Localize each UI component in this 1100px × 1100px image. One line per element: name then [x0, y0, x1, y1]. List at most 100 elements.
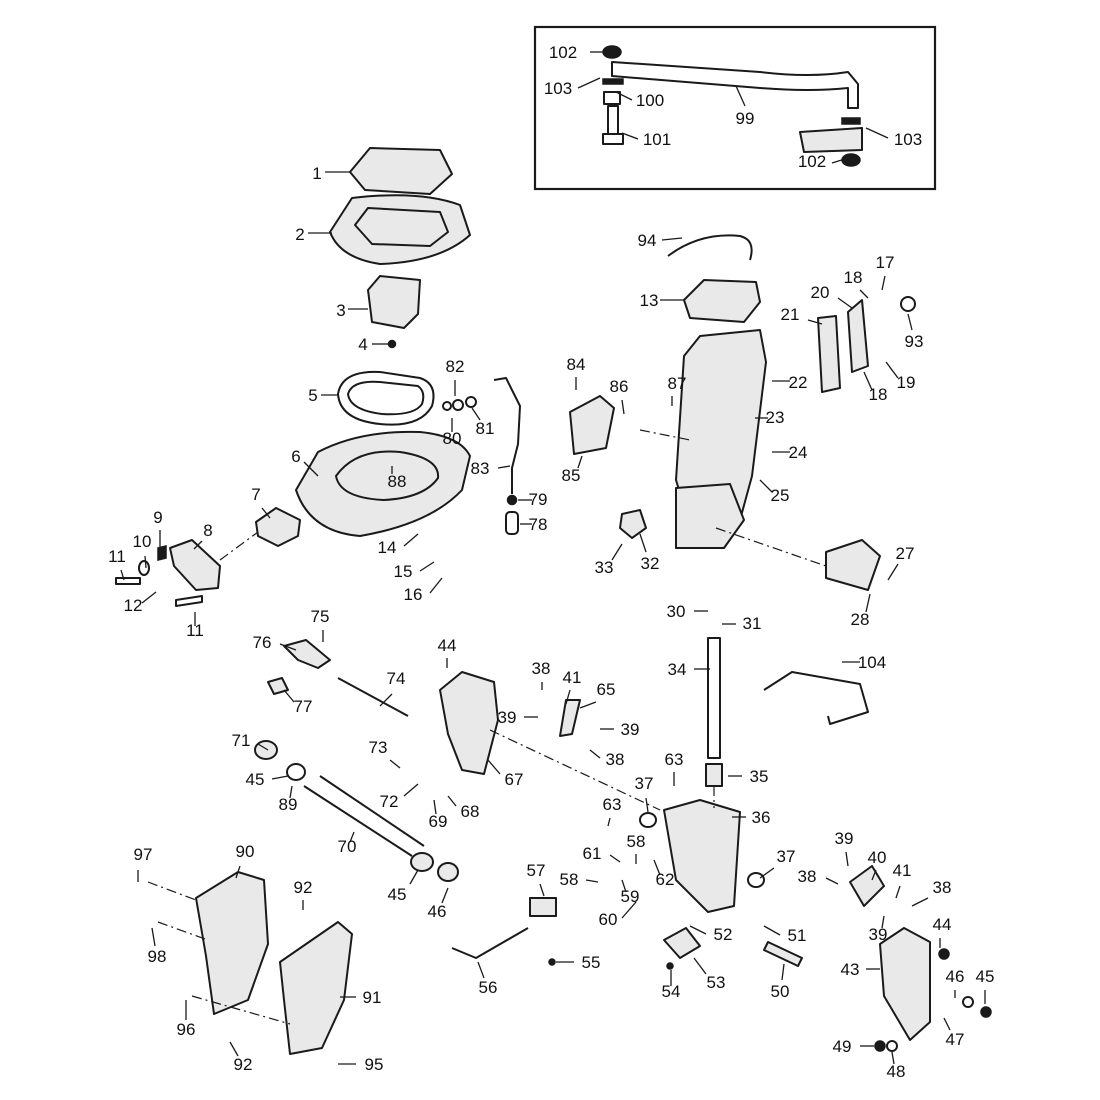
part-callout: 31	[722, 614, 761, 633]
part-callout: 86	[610, 377, 628, 415]
callout-number: 50	[771, 982, 790, 1001]
part-callout: 44	[933, 915, 951, 948]
callout-leader-line	[837, 297, 853, 309]
callout-leader-line	[589, 749, 601, 759]
part-callout: 56	[477, 961, 497, 997]
callout-leader-line	[279, 643, 297, 651]
stop-bar-part	[763, 671, 869, 725]
part-callout: 58	[560, 870, 599, 889]
inset-frame	[533, 25, 937, 191]
callout-number: 31	[743, 614, 762, 633]
callout-leader-line	[303, 461, 319, 477]
callout-number: 77	[294, 697, 313, 716]
callout-leader-line	[639, 533, 647, 553]
part-callout: 58	[627, 832, 645, 864]
stern-bracket-assembly	[147, 871, 353, 1055]
callout-leader-line	[881, 915, 885, 929]
callout-number: 62	[656, 870, 675, 889]
shift-rod	[442, 377, 521, 535]
callout-number: 19	[897, 373, 916, 392]
part-callout: 93	[905, 313, 923, 351]
callout-number: 59	[621, 887, 640, 906]
washer-part	[286, 763, 306, 781]
callout-number: 11	[108, 547, 126, 566]
callout-number: 95	[365, 1055, 384, 1074]
callout-number: 24	[789, 443, 808, 462]
callout-number: 12	[124, 596, 143, 615]
callout-leader-line	[497, 465, 511, 469]
part-callout: 57	[527, 861, 546, 897]
part-callout: 65	[579, 680, 615, 709]
part-callout: 80	[443, 418, 461, 448]
callout-number: 83	[471, 459, 490, 478]
callout-number: 84	[567, 355, 586, 374]
callout-leader-line	[141, 591, 157, 604]
part-callout: 69	[429, 799, 448, 831]
callout-number: 21	[781, 305, 800, 324]
callout-number: 69	[429, 812, 448, 831]
part-callout: 3	[336, 301, 368, 320]
part-callout: 28	[851, 593, 871, 629]
part-callout: 92	[229, 1041, 252, 1074]
callout-leader-line	[865, 593, 871, 613]
part-callout: 102	[798, 152, 849, 171]
callout-number: 45	[388, 885, 407, 904]
callout-number: 76	[253, 633, 272, 652]
callout-number: 37	[635, 774, 654, 793]
part-callout: 70	[338, 831, 356, 856]
callout-number: 88	[388, 472, 407, 491]
part-callout: 12	[124, 591, 157, 615]
callout-leader-line	[577, 455, 583, 469]
part-callout: 39	[498, 708, 538, 727]
part-callout: 24	[772, 443, 807, 462]
bolt-head-part	[602, 133, 624, 145]
part-callout: 89	[279, 785, 297, 814]
callout-number: 38	[798, 867, 817, 886]
callout-number: 73	[369, 738, 388, 757]
callout-leader-line	[621, 879, 627, 893]
part-callout: 46	[946, 967, 964, 998]
part-callout: 41	[893, 861, 911, 899]
callout-leader-line	[911, 897, 929, 907]
callout-leader-line	[565, 689, 571, 705]
callout-number: 27	[896, 544, 915, 563]
callout-leader-line	[289, 785, 293, 799]
callout-number: 23	[766, 408, 785, 427]
washer-part	[442, 401, 452, 411]
callout-leader-line	[257, 743, 269, 751]
bushing-part	[603, 91, 621, 105]
callout-leader-line	[865, 127, 889, 139]
swivel-bracket-part	[663, 799, 741, 913]
sleeve-part	[505, 511, 519, 535]
callout-number: 51	[788, 926, 807, 945]
part-callout: 16	[404, 577, 443, 604]
steering-arm-part	[611, 61, 859, 109]
part-callout: 35	[728, 767, 768, 786]
part-callout: 37	[635, 774, 654, 813]
callout-number: 54	[662, 982, 681, 1001]
swivel-tube-part	[319, 775, 425, 847]
callout-number: 74	[387, 669, 406, 688]
callout-number: 15	[394, 562, 413, 581]
seal-ring-part	[337, 370, 435, 426]
callout-number: 33	[595, 558, 614, 577]
part-callout: 22	[772, 373, 807, 392]
callout-number: 52	[714, 925, 733, 944]
part-callout: 46	[428, 887, 449, 921]
part-callout: 60	[599, 901, 637, 929]
callout-number: 40	[868, 848, 887, 867]
callout-number: 47	[946, 1030, 965, 1049]
callout-number: 39	[621, 720, 640, 739]
callout-number: 30	[667, 602, 686, 621]
part-callout: 40	[868, 848, 887, 881]
callout-leader-line	[621, 399, 625, 415]
part-callout: 79	[518, 490, 547, 509]
part-callout: 59	[621, 879, 640, 906]
callout-number: 57	[527, 861, 546, 880]
callout-number: 4	[358, 335, 367, 354]
callout-leader-line	[845, 851, 849, 867]
part-callout: 51	[763, 925, 807, 945]
part-callout: 45	[388, 869, 419, 904]
part-callout: 73	[369, 738, 401, 769]
callout-leader-line	[607, 817, 611, 827]
